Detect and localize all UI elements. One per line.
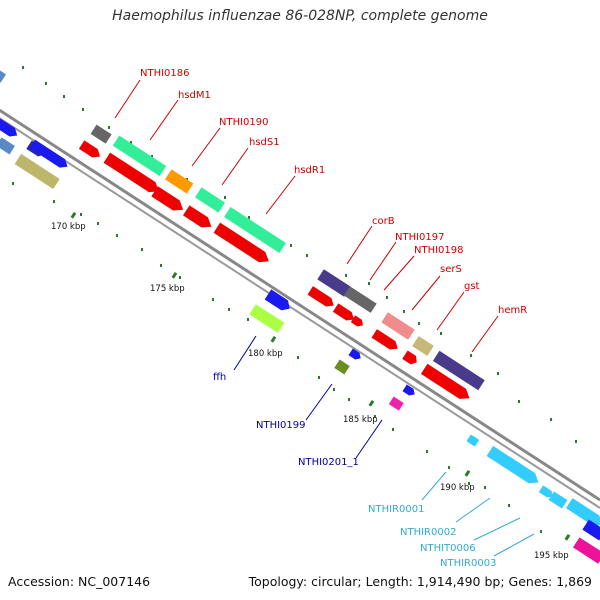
gene-label: NTHI0201_1 bbox=[298, 457, 359, 468]
gene-label: NTHIR0001 bbox=[368, 504, 424, 515]
gene-gst[interactable] bbox=[412, 336, 434, 356]
gene-NTHIR0002[interactable] bbox=[538, 485, 555, 499]
gene-features[interactable] bbox=[0, 66, 600, 564]
gene-feature[interactable] bbox=[332, 303, 357, 323]
track-ticks bbox=[12, 66, 577, 541]
gene-label: ffh bbox=[213, 372, 226, 383]
gene-feature[interactable] bbox=[402, 384, 416, 397]
gene-feature[interactable] bbox=[402, 350, 419, 367]
gene-hsdM1[interactable] bbox=[112, 135, 167, 177]
gene-label: NTHI0197 bbox=[395, 232, 445, 243]
genome-stats-text: Topology: circular; Length: 1,914,490 bp… bbox=[248, 574, 592, 589]
gene-feature[interactable] bbox=[466, 434, 480, 447]
gene-label: NTHI0186 bbox=[140, 68, 190, 79]
gene-feature[interactable] bbox=[0, 117, 20, 140]
gene-feature[interactable] bbox=[213, 222, 273, 267]
gene-serS[interactable] bbox=[381, 312, 415, 340]
kbp-label: 180 kbp bbox=[248, 349, 283, 359]
gene-feature[interactable] bbox=[182, 205, 215, 231]
gene-feature[interactable] bbox=[572, 537, 600, 564]
gene-feature[interactable] bbox=[350, 315, 365, 328]
gene-feature[interactable] bbox=[0, 66, 7, 83]
gene-NTHIR0003[interactable] bbox=[565, 498, 600, 530]
gene-feature[interactable] bbox=[348, 348, 362, 361]
gene-feature[interactable] bbox=[0, 137, 15, 155]
gene-feature[interactable] bbox=[14, 153, 60, 190]
accession-text: Accession: NC_007146 bbox=[8, 574, 151, 589]
gene-ffh[interactable] bbox=[249, 304, 285, 333]
genome-backbone bbox=[0, 108, 600, 509]
gene-label: hemR bbox=[498, 305, 527, 316]
gene-label: NTHI0199 bbox=[256, 420, 306, 431]
gene-NTHI0199[interactable] bbox=[334, 359, 350, 375]
gene-label: NTHIR0003 bbox=[440, 558, 496, 569]
gene-NTHI0201_1[interactable] bbox=[388, 396, 404, 411]
kbp-label: 195 kbp bbox=[534, 551, 569, 561]
gene-label: serS bbox=[440, 264, 462, 275]
kbp-label: 170 kbp bbox=[51, 222, 86, 232]
kbp-label: 175 kbp bbox=[150, 284, 185, 294]
gene-corB[interactable] bbox=[317, 269, 351, 297]
gene-feature[interactable] bbox=[29, 139, 71, 171]
gene-hsdR1[interactable] bbox=[224, 206, 286, 254]
gene-label: corB bbox=[372, 216, 395, 227]
gene-label: NTHI0190 bbox=[219, 117, 269, 128]
gene-hemR[interactable] bbox=[432, 350, 485, 391]
gene-NTHIT0006[interactable] bbox=[548, 491, 568, 509]
gene-label: hsdS1 bbox=[249, 137, 280, 148]
gene-feature[interactable] bbox=[371, 329, 401, 353]
gene-NTHI0197[interactable] bbox=[343, 286, 377, 313]
gene-feature[interactable] bbox=[78, 140, 103, 160]
gene-label: hsdR1 bbox=[294, 165, 325, 176]
gene-label-group: NTHI0186 hsdM1 NTHI0190 hsdS1 hsdR1 corB… bbox=[140, 68, 527, 569]
gene-label: hsdM1 bbox=[178, 90, 211, 101]
map-title: Haemophilus influenzae 86-028NP, complet… bbox=[112, 8, 488, 24]
gene-feature[interactable] bbox=[420, 363, 473, 403]
gene-label: gst bbox=[464, 281, 480, 292]
label-leaders bbox=[114, 79, 535, 557]
gene-feature[interactable] bbox=[103, 152, 163, 197]
kbp-label: 185 kbp bbox=[343, 415, 378, 425]
gene-label: NTHIR0002 bbox=[400, 527, 456, 538]
gene-NTHIR0001[interactable] bbox=[486, 445, 542, 488]
gene-NTHI0190[interactable] bbox=[164, 169, 194, 194]
gene-feature[interactable] bbox=[151, 186, 186, 215]
gene-label: NTHI0198 bbox=[414, 245, 464, 256]
gene-feature[interactable] bbox=[264, 289, 293, 313]
gene-hsdS1[interactable] bbox=[194, 187, 226, 213]
kbp-label: 190 kbp bbox=[440, 483, 475, 493]
kbp-scale: 170 kbp 175 kbp 180 kbp 185 kbp 190 kbp … bbox=[51, 222, 569, 561]
gene-NTHI0186[interactable] bbox=[90, 124, 112, 144]
gene-feature[interactable] bbox=[307, 286, 337, 310]
gene-label: NTHIT0006 bbox=[420, 543, 476, 554]
